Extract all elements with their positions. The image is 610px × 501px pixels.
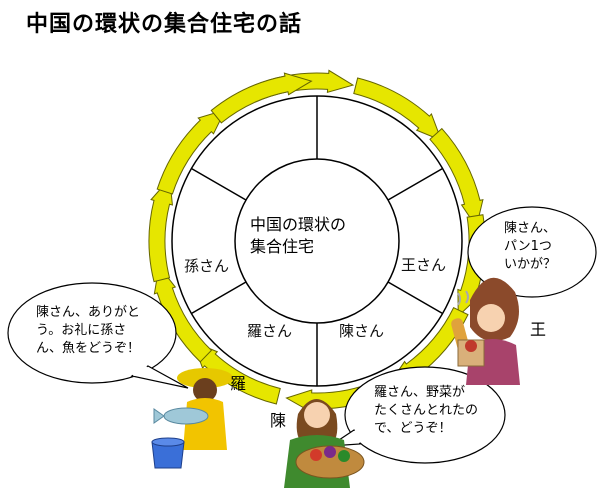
luo-figure-icon bbox=[151, 368, 233, 469]
circulation-arrow bbox=[148, 177, 173, 283]
circulation-arrow bbox=[210, 72, 313, 124]
person-label-luo: 羅 bbox=[230, 374, 247, 393]
room-label-luo: 羅さん bbox=[247, 322, 293, 340]
bubble-text-luo: 陳さん、ありがと う。お礼に孫さ ん、魚をどうぞ！ bbox=[36, 305, 141, 356]
person-label-chen: 陳 bbox=[270, 411, 287, 430]
speech-bubble-chen bbox=[327, 366, 506, 464]
speech-bubble-luo bbox=[7, 282, 189, 389]
room-divider bbox=[387, 167, 443, 201]
circulation-arrow bbox=[156, 109, 227, 195]
room-divider bbox=[387, 281, 443, 315]
center-label: 中国の環状の 集合住宅 bbox=[250, 215, 347, 256]
circulation-arrow bbox=[429, 127, 484, 229]
room-dividers bbox=[191, 96, 443, 386]
circulation-arrow bbox=[353, 77, 443, 142]
room-label-wang: 王さん bbox=[401, 256, 447, 274]
room-label-sun: 孫さん bbox=[184, 257, 230, 275]
bubble-text-chen: 羅さん、野菜が たくさんとれたの で、どうぞ！ bbox=[374, 385, 479, 436]
bubble-text-wang: 陳さん、 パン1つ いかが？ bbox=[504, 221, 557, 272]
room-divider bbox=[191, 281, 247, 315]
wang-figure-icon bbox=[451, 277, 520, 385]
chen-figure-icon bbox=[284, 399, 365, 488]
room-divider bbox=[191, 167, 247, 201]
page-title: 中国の環状の集合住宅の話 bbox=[26, 12, 303, 37]
room-label-chen: 陳さん bbox=[339, 322, 385, 340]
person-label-wang: 王 bbox=[530, 320, 547, 339]
